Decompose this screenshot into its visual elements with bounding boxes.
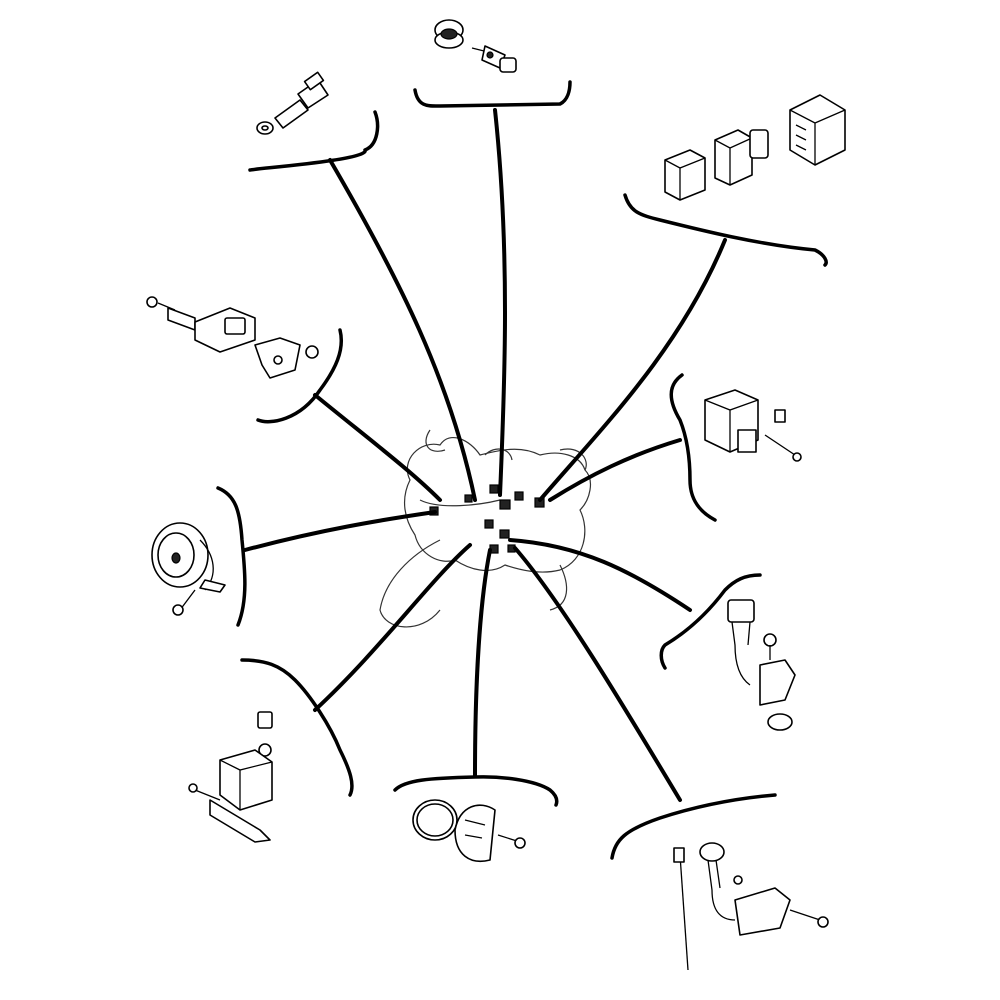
bracket-top-center bbox=[413, 80, 572, 108]
leader-right-mid bbox=[508, 538, 692, 612]
bracket-sensor-icon bbox=[146, 296, 319, 379]
bracket-right-mid bbox=[659, 573, 762, 670]
temperature-sensor-icon bbox=[256, 71, 329, 135]
bracket-left-upper bbox=[256, 328, 343, 424]
bracket-bottom-center bbox=[393, 775, 559, 807]
actuator-icon bbox=[188, 711, 273, 843]
leader-top-right bbox=[538, 238, 727, 502]
connector-blob bbox=[484, 519, 494, 529]
bracket-top-left bbox=[248, 110, 380, 172]
leader-top-left bbox=[328, 158, 477, 502]
relay-icon bbox=[704, 389, 802, 462]
bracket-left-lower bbox=[240, 658, 354, 797]
leader-left-upper bbox=[313, 393, 442, 502]
horn-icon bbox=[151, 522, 226, 616]
speed-sensor-icon bbox=[727, 599, 796, 731]
leader-left-mid bbox=[243, 510, 437, 552]
bracket-left-mid bbox=[216, 486, 247, 627]
leader-top-center bbox=[493, 108, 507, 497]
leader-left-lower bbox=[313, 543, 472, 712]
connector-blob bbox=[489, 484, 499, 494]
sensor-icon bbox=[673, 842, 829, 971]
relay-icon bbox=[664, 94, 846, 201]
connector-blob bbox=[464, 494, 473, 503]
bracket-top-right bbox=[623, 193, 828, 267]
pressure-switch-icon bbox=[434, 19, 517, 73]
leader-bottom-center bbox=[473, 548, 492, 777]
leader-lines bbox=[243, 108, 727, 802]
connector-blob bbox=[499, 499, 511, 510]
leader-right-upper bbox=[548, 438, 682, 502]
bracket-right-upper bbox=[669, 373, 717, 522]
bracket-bottom-right bbox=[610, 793, 777, 860]
connector-blob bbox=[499, 529, 510, 539]
brackets bbox=[216, 80, 828, 860]
leader-bottom-right bbox=[513, 546, 682, 802]
pickup-coil-icon bbox=[412, 799, 526, 862]
connector-blob bbox=[514, 491, 524, 501]
